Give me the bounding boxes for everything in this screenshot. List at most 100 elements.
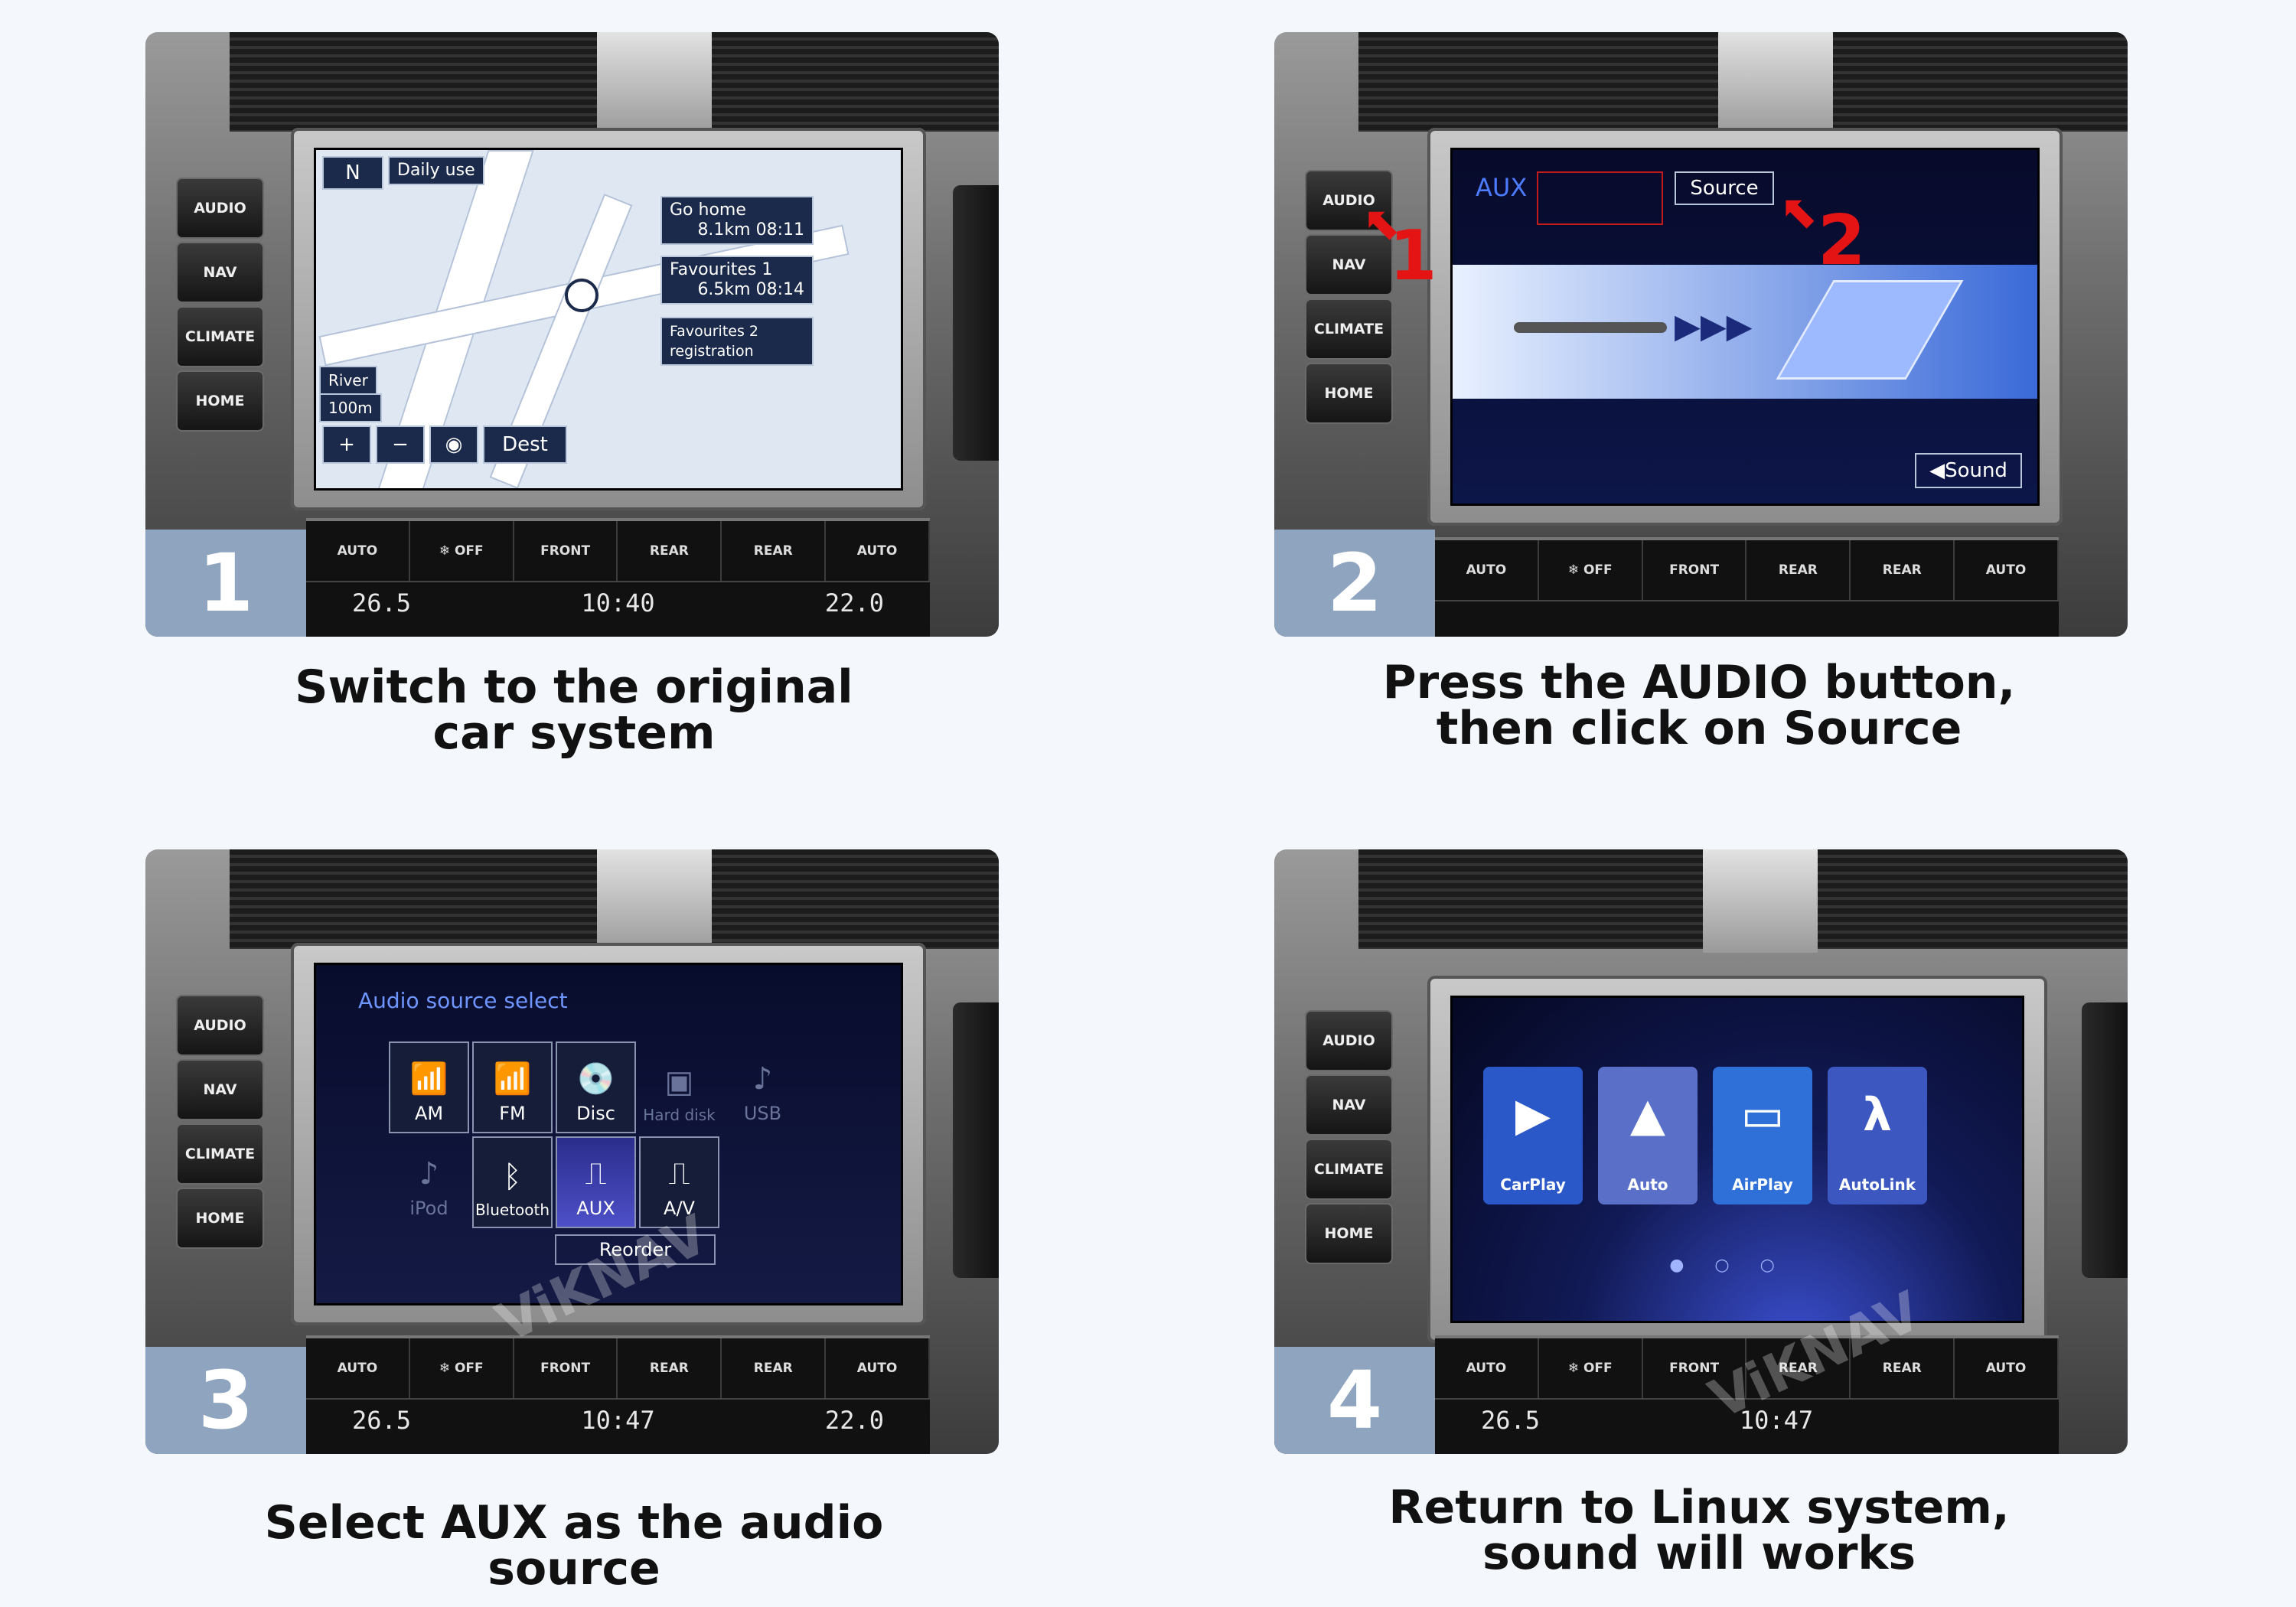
step-3-caption: Select AUX as the audio source xyxy=(77,1500,1071,1592)
source-tile-ipod[interactable]: ♪ iPod xyxy=(389,1136,469,1228)
screen-bezel: Audio source select 📶AM 📶FM 💿Disc ▣ Hard … xyxy=(291,943,926,1325)
source-tile-fm[interactable]: 📶FM xyxy=(472,1041,553,1133)
climate-off-key[interactable]: ❄ OFF xyxy=(410,1338,514,1398)
rear-climate-key[interactable]: REAR xyxy=(1851,1338,1955,1398)
front-defrost-key[interactable]: FRONT xyxy=(1643,1338,1747,1398)
caption-line: then click on Source xyxy=(1436,702,1962,755)
source-label: iPod xyxy=(409,1198,448,1219)
heading-button[interactable]: ◉ xyxy=(429,425,478,464)
audio-hard-button[interactable]: AUDIO xyxy=(1305,170,1393,231)
android-auto-app[interactable]: ▲Auto xyxy=(1598,1067,1698,1204)
zoom-out-button[interactable]: − xyxy=(376,425,425,464)
reorder-button[interactable]: Reorder xyxy=(555,1234,716,1265)
front-defrost-key[interactable]: FRONT xyxy=(514,1338,618,1398)
rear-defrost-key[interactable]: REAR xyxy=(1746,1338,1851,1398)
passenger-auto-key[interactable]: AUTO xyxy=(1955,1338,2059,1398)
hard-disk-icon: ▣ xyxy=(664,1064,694,1100)
climate-auto-key[interactable]: AUTO xyxy=(306,1338,410,1398)
airplay-app[interactable]: ▭AirPlay xyxy=(1713,1067,1812,1204)
page-indicator[interactable]: ●○○ xyxy=(1669,1256,1805,1275)
nav-hard-button[interactable]: NAV xyxy=(1305,1074,1393,1136)
source-tile-av[interactable]: ⎍A/V xyxy=(639,1136,719,1228)
carplay-app[interactable]: ▶CarPlay xyxy=(1483,1067,1583,1204)
carplay-icon: ▶ xyxy=(1515,1088,1551,1142)
music-note-icon: ♪ xyxy=(752,1061,773,1097)
climate-off-key[interactable]: ❄ OFF xyxy=(1539,1338,1643,1398)
vent-divider xyxy=(1718,32,1833,135)
source-label: Hard disk xyxy=(643,1106,716,1124)
climate-panel: AUTO ❄ OFF FRONT REAR REAR AUTO 26.5 10:… xyxy=(306,518,930,637)
passenger-auto-key[interactable]: AUTO xyxy=(1955,540,2059,600)
step-number-badge: 4 xyxy=(1274,1347,1435,1454)
caption-line: Press the AUDIO button, xyxy=(1382,656,2016,709)
go-home-detail: 8.1km 08:11 xyxy=(697,220,804,240)
caption-line: source xyxy=(488,1542,660,1596)
passenger-auto-key[interactable]: AUTO xyxy=(826,521,930,581)
go-home-label: Go home xyxy=(670,200,746,220)
front-defrost-key[interactable]: FRONT xyxy=(1643,540,1747,600)
climate-hard-button[interactable]: CLIMATE xyxy=(1305,1139,1393,1200)
climate-off-key[interactable]: ❄ OFF xyxy=(410,521,514,581)
caption-line: Switch to the original xyxy=(295,660,853,714)
arrow-icon: ▶▶▶ xyxy=(1675,307,1753,346)
source-tile-usb[interactable]: ♪USB xyxy=(722,1041,803,1133)
autolink-icon: λ xyxy=(1863,1088,1892,1142)
head-unit-screen: Audio source select 📶AM 📶FM 💿Disc ▣ Hard … xyxy=(314,963,903,1305)
rear-defrost-key[interactable]: REAR xyxy=(1746,540,1851,600)
rear-defrost-key[interactable]: REAR xyxy=(618,521,722,581)
nav-hard-button[interactable]: NAV xyxy=(176,1059,264,1120)
sound-button[interactable]: ◀ Sound xyxy=(1915,453,2022,488)
daily-use-button[interactable]: Daily use xyxy=(388,156,484,185)
audio-hard-button[interactable]: AUDIO xyxy=(176,178,264,239)
climate-auto-key[interactable]: AUTO xyxy=(1435,1338,1539,1398)
step-2-photo: AUDIO NAV CLIMATE HOME AUX Source ▶▶▶ ◀ … xyxy=(1274,32,2128,637)
front-defrost-key[interactable]: FRONT xyxy=(514,521,618,581)
android-auto-icon: ▲ xyxy=(1629,1088,1666,1142)
caption-line: Select AUX as the audio xyxy=(264,1496,884,1550)
home-hard-button[interactable]: HOME xyxy=(1305,363,1393,424)
step-4-photo: AUDIO NAV CLIMATE HOME ▶CarPlay ▲Auto ▭A… xyxy=(1274,849,2128,1454)
rear-climate-key[interactable]: REAR xyxy=(722,521,827,581)
source-button[interactable]: Source xyxy=(1675,171,1774,205)
rear-defrost-key[interactable]: REAR xyxy=(618,1338,722,1398)
aux-cable-illustration: ▶▶▶ xyxy=(1453,265,2037,399)
source-tile-hard-disk[interactable]: ▣ Hard disk xyxy=(639,1041,719,1133)
climate-auto-key[interactable]: AUTO xyxy=(1435,540,1539,600)
climate-hard-button[interactable]: CLIMATE xyxy=(176,306,264,367)
source-tile-disc[interactable]: 💿Disc xyxy=(556,1041,636,1133)
aux-source-label: AUX xyxy=(1476,173,1528,202)
nav-hard-button[interactable]: NAV xyxy=(176,242,264,303)
audio-hard-button[interactable]: AUDIO xyxy=(1305,1010,1393,1071)
nav-hard-button[interactable]: NAV xyxy=(1305,234,1393,295)
audio-source-title: Audio source select xyxy=(358,988,568,1013)
source-tile-aux[interactable]: ⎍AUX xyxy=(556,1136,636,1228)
climate-auto-key[interactable]: AUTO xyxy=(306,521,410,581)
audio-hard-button[interactable]: AUDIO xyxy=(176,995,264,1056)
compass-button[interactable]: N xyxy=(322,156,383,190)
rear-climate-key[interactable]: REAR xyxy=(722,1338,827,1398)
climate-off-key[interactable]: ❄ OFF xyxy=(1539,540,1643,600)
music-note-icon: ♪ xyxy=(419,1156,439,1191)
source-label: Bluetooth xyxy=(475,1201,550,1219)
favourites-2-button[interactable]: Favourites 2 registration xyxy=(660,317,814,366)
zoom-in-button[interactable]: + xyxy=(322,425,371,464)
dest-button[interactable]: Dest xyxy=(483,425,567,464)
clock-display: 10:47 xyxy=(581,1406,655,1435)
home-hard-button[interactable]: HOME xyxy=(176,1188,264,1249)
disc-icon: 💿 xyxy=(576,1061,615,1097)
home-hard-button[interactable]: HOME xyxy=(176,370,264,432)
climate-hard-button[interactable]: CLIMATE xyxy=(176,1123,264,1185)
passenger-auto-key[interactable]: AUTO xyxy=(826,1338,930,1398)
rear-climate-key[interactable]: REAR xyxy=(1851,540,1955,600)
climate-hard-button[interactable]: CLIMATE xyxy=(1305,298,1393,360)
home-hard-button[interactable]: HOME xyxy=(1305,1203,1393,1264)
source-tile-am[interactable]: 📶AM xyxy=(389,1041,469,1133)
